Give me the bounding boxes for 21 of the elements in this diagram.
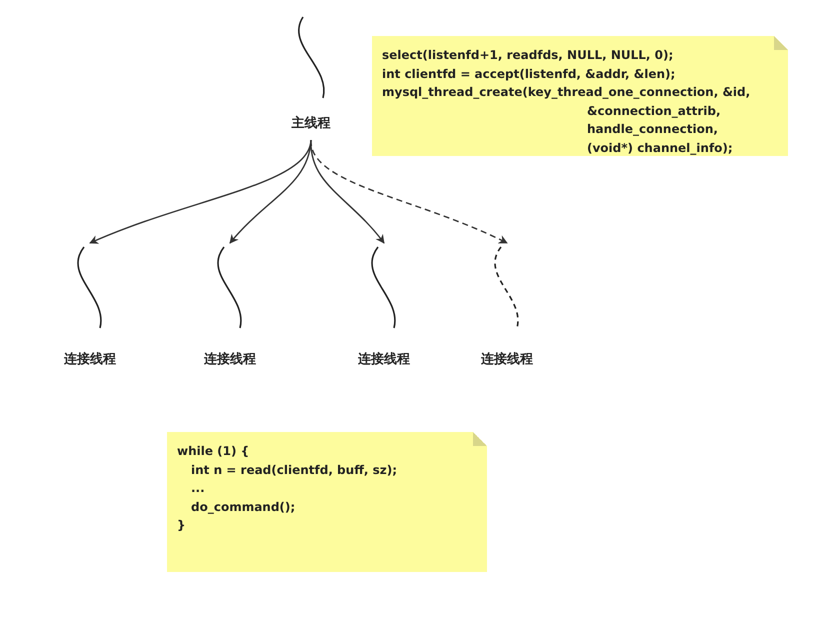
arrow bbox=[229, 140, 312, 244]
code-line: (void*) channel_info); bbox=[586, 140, 734, 157]
arrow bbox=[310, 140, 508, 244]
code-line: } bbox=[177, 517, 187, 534]
thread-label: 连接线程 bbox=[481, 350, 533, 368]
code-line: do_command(); bbox=[190, 498, 296, 516]
code-line: handle_connection, bbox=[586, 121, 719, 138]
code-line: &connection_attrib, bbox=[586, 102, 722, 120]
thread-label: 连接线程 bbox=[358, 350, 410, 368]
arrow bbox=[310, 140, 385, 244]
thread-label: 主线程 bbox=[292, 114, 330, 132]
code-note bbox=[167, 432, 487, 572]
code-line: int clientfd = accept(listenfd, &addr, &len); bbox=[382, 66, 676, 82]
code-line: mysql_thread_create(key_thread_one_connection, &id, bbox=[382, 84, 752, 101]
thread-label: 连接线程 bbox=[64, 350, 116, 368]
code-line: ... bbox=[190, 480, 206, 497]
thread-label: 连接线程 bbox=[204, 350, 256, 368]
code-line: while (1) { bbox=[177, 443, 250, 460]
code-note bbox=[372, 36, 788, 156]
code-line: select(listenfd+1, readfds, NULL, NULL, 0); bbox=[382, 47, 674, 64]
code-line: int n = read(clientfd, buff, sz); bbox=[190, 462, 398, 478]
